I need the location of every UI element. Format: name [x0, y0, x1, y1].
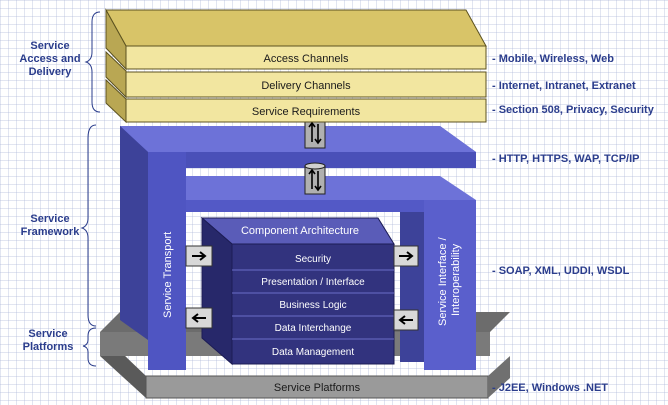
interface-pillar-side [400, 212, 424, 362]
delivery-channels-front [125, 71, 487, 98]
platform-label: Service Platforms [274, 382, 361, 394]
access-channels-top [105, 9, 487, 47]
layer-label-access-line1: Service [30, 40, 69, 52]
arrow-box-right-bottom [393, 309, 419, 331]
service-transport-label: Service Transport [162, 232, 174, 318]
cube-front-face [231, 243, 395, 365]
service-requirements-front [125, 98, 487, 123]
access-stack: Access Channels Delivery Channels Servic… [105, 8, 487, 124]
bidirectional-arrow-icon [308, 121, 322, 145]
component-data-interchange: Data Interchange [275, 323, 352, 334]
layer-label-framework-line2: Framework [21, 226, 81, 238]
annotation-access: - Mobile, Wireless, Web [492, 53, 614, 65]
arrow-right-icon [399, 251, 414, 261]
layer-label-platforms: Service Platforms [23, 328, 74, 353]
service-interface-label-line2: Interoperability [450, 243, 462, 316]
layer-label-platforms-line1: Service [28, 328, 67, 340]
component-cube: Component Architecture Security Presenta… [200, 216, 395, 366]
service-transport-frame: Service Transport [120, 126, 476, 370]
service-interface-frame: Service Interface / Interoperability [186, 176, 476, 370]
connector-lower [304, 162, 326, 195]
bidirectional-arrow-icon [308, 168, 322, 192]
arrow-left-icon [398, 315, 413, 325]
brace-access [84, 11, 101, 113]
component-presentation-interface: Presentation / Interface [261, 277, 365, 288]
interface-top-front [186, 200, 476, 212]
access-channels-front [125, 45, 487, 70]
component-data-management: Data Management [272, 347, 354, 358]
access-channels-label: Access Channels [264, 53, 349, 65]
layer-label-framework-line1: Service [30, 213, 69, 225]
arrow-box-right-top [393, 245, 419, 267]
interface-pillar-front [424, 200, 476, 370]
arrow-left-icon [191, 313, 206, 323]
layer-label-platforms-line2: Platforms [23, 341, 74, 353]
arrow-box-left-bottom [185, 307, 213, 329]
annotation-delivery: - Internet, Intranet, Extranet [492, 80, 636, 92]
layer-label-access-line2: Access and [19, 53, 80, 65]
brace-framework [80, 124, 97, 327]
transport-pillar-side [120, 126, 148, 340]
service-interface-label-line1: Service Interface / [437, 236, 449, 326]
service-requirements-label: Service Requirements [252, 106, 361, 118]
transport-top-face [120, 126, 476, 152]
arrow-box-left-top [185, 245, 213, 267]
layer-label-access: Service Access and Delivery [19, 40, 80, 78]
connector-body [304, 165, 326, 195]
component-architecture-label: Component Architecture [241, 225, 359, 237]
connector-cap [304, 162, 326, 170]
transport-pillar-front [148, 152, 186, 370]
component-business-logic: Business Logic [279, 300, 346, 311]
component-security: Security [295, 254, 331, 265]
layer-label-access-line3: Delivery [29, 66, 73, 78]
annotation-platforms: - J2EE, Windows .NET [492, 382, 608, 394]
platform-right-face [488, 356, 510, 398]
delivery-channels-label: Delivery Channels [261, 80, 351, 92]
layer-label-framework: Service Framework [21, 213, 81, 238]
cube-left-face [201, 216, 233, 366]
brace-platforms [82, 327, 97, 367]
arrow-right-icon [192, 251, 207, 261]
annotation-transport: - HTTP, HTTPS, WAP, TCP/IP [492, 153, 640, 165]
annotation-interface: - SOAP, XML, UDDI, WSDL [492, 265, 630, 277]
annotation-requirements: - Section 508, Privacy, Security [492, 104, 655, 116]
